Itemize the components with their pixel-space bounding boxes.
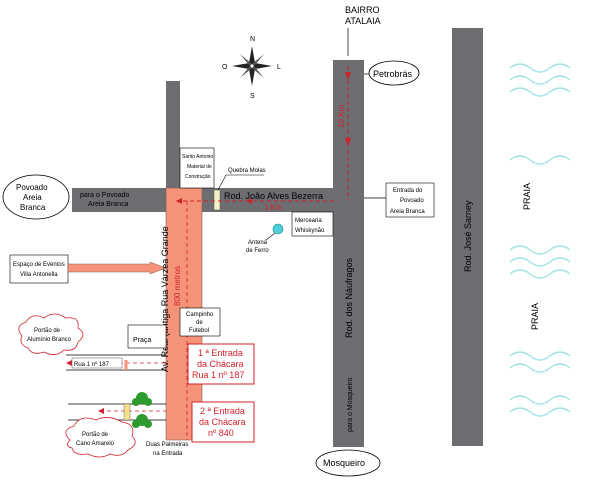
antena-1: Antena [248,240,268,246]
road-naufragos [333,60,364,447]
entrada1-line2: da Chácara [197,359,244,369]
entrada2-line2: da Chácara [199,417,246,427]
povoado-label-3: Branca [20,203,46,212]
sea-waves [509,63,571,417]
distance-800m: 800 metros [173,266,182,306]
portao-cano-cloud [65,417,136,458]
entrada-povoado-3: Areia Branca [390,209,425,215]
compass-l: L [277,64,281,71]
mercearia-1: Mercearia [295,218,322,224]
compass-rose [232,46,272,86]
road-jose-sarney [452,28,483,446]
portao-cano-2: Cano Amarelo [76,441,115,447]
entrada-povoado-1: Entrada do [393,188,423,194]
portao-aluminio-1: Portão de [34,328,61,334]
povoado-label-1: Povoado [16,183,48,192]
entrada-povoado-box [385,182,435,218]
santo-antonio-3: Construção [185,174,211,180]
para-mosqueiro: para o Mosqueiro [347,377,354,432]
entrada2-line3: nº 840 [208,428,234,438]
petrobras-label: Petrobrás [373,69,413,79]
road-label-jose-sarney: Rod. José Sarney [463,200,473,272]
bairro-label-1: BAIRRO [345,5,380,15]
petrobras-oval [368,60,420,86]
espaco-2: Villa Antonella [20,272,58,278]
espaco-1: Espaço de Eventos [13,262,65,268]
antena-2: de Ferro [246,248,269,254]
speed-bump [213,189,221,211]
entrada1-callout [187,343,255,385]
campinho-2: de [196,320,203,326]
portao-aluminio-2: Alumínio Branco [27,337,72,343]
mercearia-box [291,211,334,237]
palm-tree-icon [132,392,152,428]
praca-label: Praça [133,337,151,344]
praca-box [127,324,167,349]
rua1-sign [71,357,123,369]
entrada-povoado-2: Povoado [400,198,424,204]
campinho-3: Futebol [189,328,209,334]
rua1-sign-label: Rua 1 nº 187 [74,361,110,368]
road-label-joao-alves: Rod. João Alves Bezerra [224,191,323,201]
povoado-label-2: Areia [23,193,42,202]
santo-antonio-1: Santo Antonio [182,154,213,160]
mosqueiro-label: Mosqueiro [323,458,365,468]
entrada1-line3: Rua 1 nº 187 [192,370,244,380]
road-joao-alves [72,188,344,212]
palmeiras-1: Duas Palmeiras [146,442,188,448]
road-label-naufragos: Rod. dos Náufragos [344,257,354,338]
santo-antonio-2: Material de [187,164,212,170]
praia-label-bottom: PRAIA [530,303,540,330]
gate-yellow [123,403,131,421]
distance-1km: 1 Km [264,203,283,212]
compass-s: S [250,93,255,100]
entrada2-line1: 2 ª Entrada [200,406,245,416]
entrada1-line1: 1 ª Entrada [198,348,243,358]
espaco-eventos-box [9,254,69,284]
praia-label-top: PRAIA [522,183,532,210]
compass-o: O [222,64,228,71]
mercearia-2: Whiskynão [295,228,325,234]
portao-cano-1: Portão de [82,432,109,438]
antenna-icon [272,223,284,235]
campinho-1: Campinho [186,312,214,318]
mosqueiro-oval [315,449,381,477]
espaco-arrow [67,261,167,275]
bairro-label-2: ATALAIA [345,16,381,26]
quebra-molas-label: Quebra Molas [228,168,266,174]
povoado-oval [2,174,70,220]
santo-antonio-box [179,147,215,189]
road-north-stub [166,81,180,189]
campinho-box [179,307,221,337]
road-label-av-real: Av. Real (antiga Rua Várzea Grande [160,226,170,372]
palmeiras-2: na Entrada [153,451,183,457]
para-povoado-1: para o Povoado [80,192,130,199]
entrada2-callout [191,401,255,443]
para-povoado-2: Areia Branca [88,201,129,208]
portao-aluminio-cloud [18,313,84,355]
compass-n: N [250,36,255,43]
distance-10km: 10 Km [337,105,346,128]
